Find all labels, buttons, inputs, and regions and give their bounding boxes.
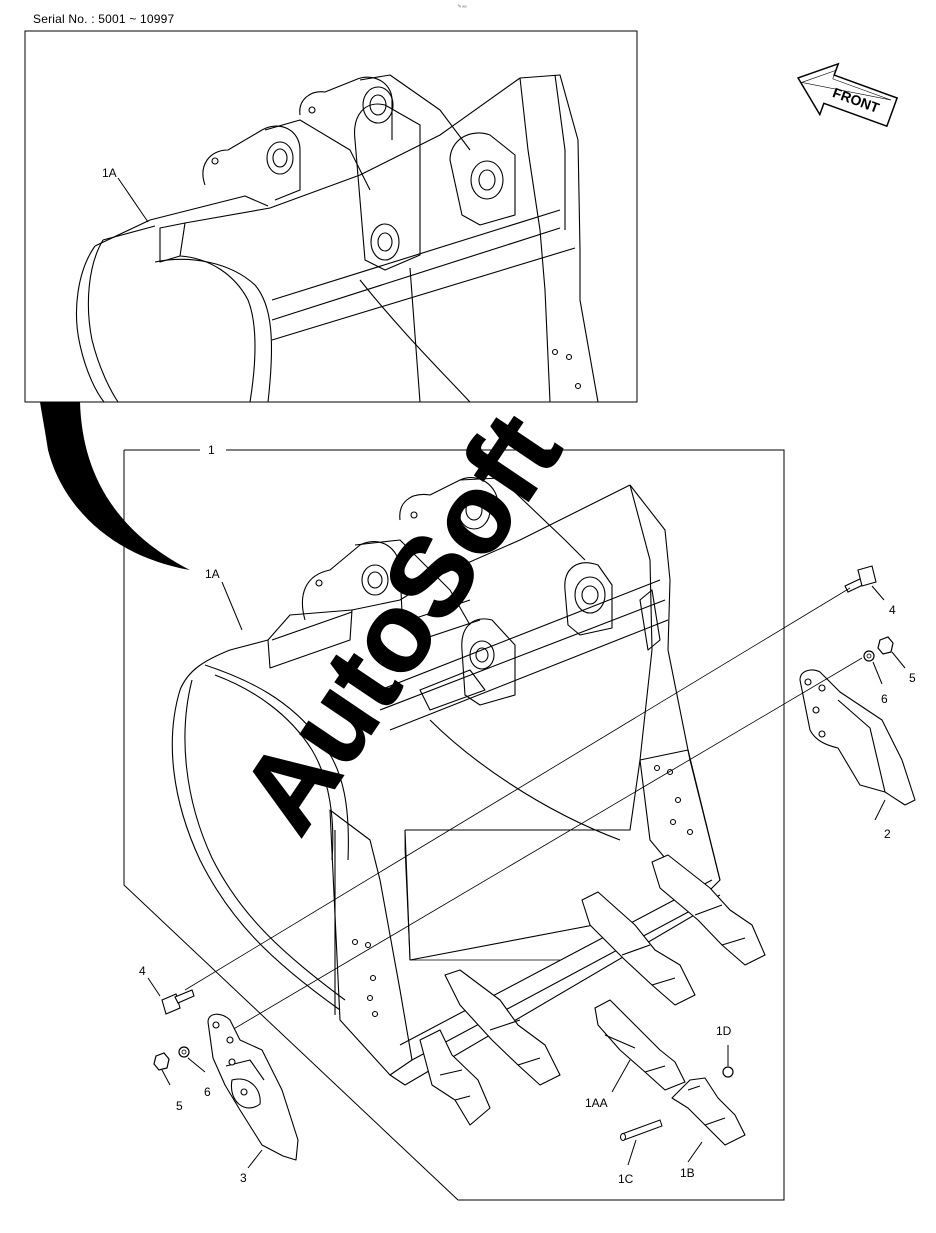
leader-line bbox=[221, 581, 243, 631]
tooth-adapter-part bbox=[594, 999, 686, 1091]
washer-right-part bbox=[863, 650, 875, 662]
bolt-right-part bbox=[844, 565, 877, 593]
tooth-lock-part bbox=[722, 1066, 734, 1078]
label-bolt-right: 4 bbox=[889, 603, 896, 617]
label-tooth-adapter: 1AA bbox=[585, 1096, 608, 1110]
serial-number: Serial No. : 5001 ~ 10997 bbox=[33, 12, 175, 26]
nut-right-part bbox=[877, 636, 894, 655]
label-washer-right: 6 bbox=[881, 692, 888, 706]
inset-frame bbox=[24, 30, 638, 403]
alignment-line bbox=[184, 587, 851, 991]
assembly-boundary bbox=[123, 449, 785, 1201]
label-pin: 1C bbox=[618, 1172, 634, 1186]
label-tooth-point: 1B bbox=[680, 1166, 695, 1180]
tooth-pin-part bbox=[620, 1119, 663, 1141]
label-bucket-main: 1A bbox=[205, 567, 220, 581]
leader-line bbox=[872, 661, 883, 685]
label-assembly: 1 bbox=[208, 443, 215, 457]
label-side-cutter-right: 2 bbox=[884, 827, 891, 841]
tiny-mark: ᵃₑ ₒₒₒ bbox=[458, 3, 467, 8]
alignment-line bbox=[214, 657, 863, 1041]
leader-line bbox=[687, 1141, 703, 1163]
label-side-cutter-left: 3 bbox=[240, 1171, 247, 1185]
washer-right-inner bbox=[866, 653, 872, 659]
side-cutter-right-part bbox=[799, 669, 916, 806]
tooth-point-part bbox=[671, 1077, 746, 1146]
bolt-left-part bbox=[161, 989, 195, 1015]
connector-curve bbox=[40, 402, 190, 570]
front-arrow-icon: FRONT bbox=[796, 62, 899, 128]
side-cutter-left-part bbox=[207, 1013, 299, 1161]
washer-left-part bbox=[178, 1046, 190, 1058]
watermark-text: AutoSoft bbox=[216, 392, 584, 854]
leader-line bbox=[627, 1139, 637, 1166]
hidden-outline bbox=[404, 830, 560, 961]
leader-line bbox=[891, 651, 906, 669]
inset-bucket-drawing bbox=[75, 74, 599, 403]
leader-line bbox=[147, 977, 161, 997]
leader-line bbox=[247, 1149, 263, 1169]
label-nut-right: 5 bbox=[909, 671, 916, 685]
label-bolt-left: 4 bbox=[139, 964, 146, 978]
leader-line bbox=[187, 1057, 206, 1073]
label-nut-left: 5 bbox=[176, 1099, 183, 1113]
leader-line bbox=[161, 1069, 171, 1086]
main-bucket-drawing bbox=[171, 477, 721, 1086]
leader-line bbox=[871, 585, 885, 601]
label-washer-left: 6 bbox=[204, 1085, 211, 1099]
label-lock: 1D bbox=[716, 1024, 732, 1038]
leader-line bbox=[874, 799, 886, 821]
bucket-teeth bbox=[419, 854, 766, 1126]
nut-left-part bbox=[153, 1052, 170, 1071]
washer-left-inner bbox=[181, 1049, 187, 1055]
leader-line bbox=[611, 1059, 631, 1093]
leader-line bbox=[117, 177, 149, 223]
label-bucket-top: 1A bbox=[102, 166, 117, 180]
